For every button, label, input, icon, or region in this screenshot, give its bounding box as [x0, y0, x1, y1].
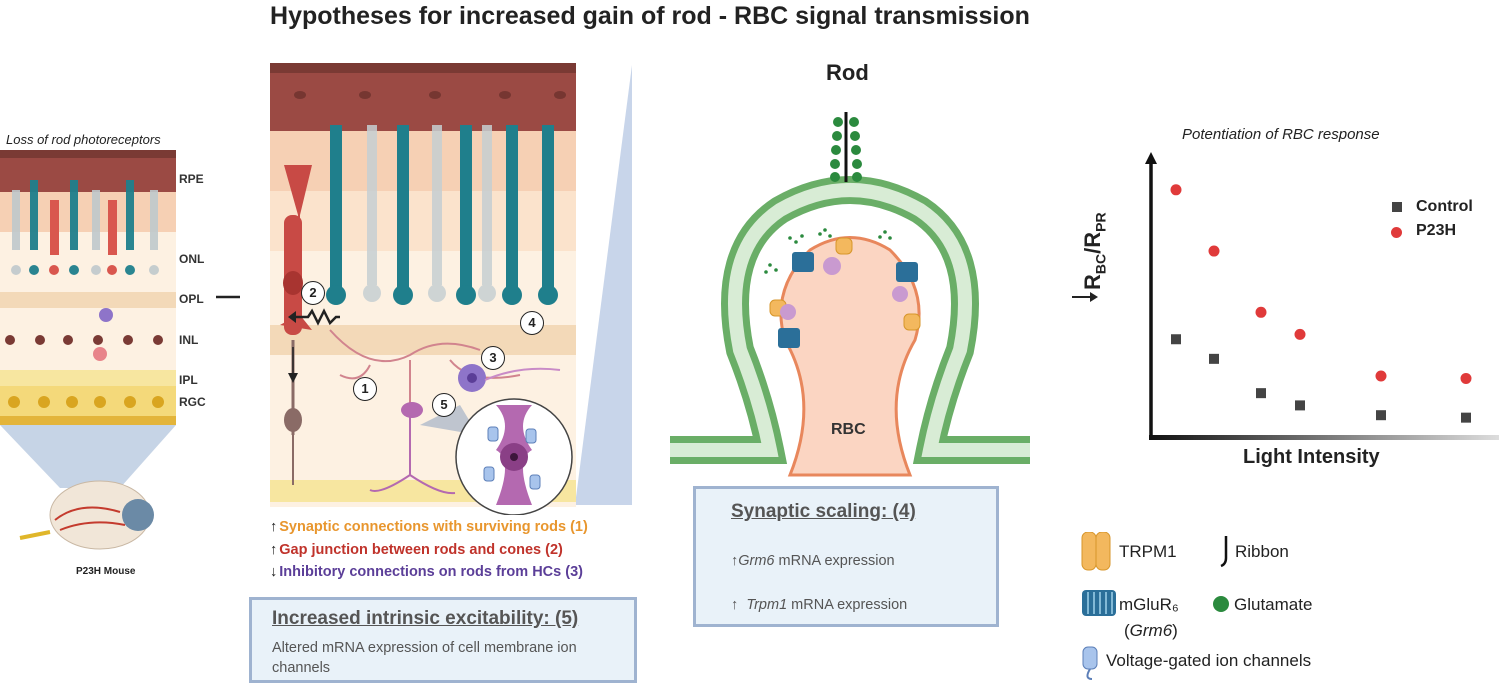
- key-grm6-label: (Grm6): [1124, 621, 1178, 640]
- layer-label-rgc: RGC: [179, 395, 206, 409]
- up-arrow-icon: ↑: [731, 597, 739, 613]
- rbc-response-chart: [1072, 152, 1499, 440]
- synaptic-scaling-title: Synaptic scaling: (4): [731, 501, 916, 522]
- layer-label-onl: ONL: [179, 252, 205, 266]
- key-trpm1-label: TRPM1: [1119, 542, 1177, 561]
- p23h-point-2: [1208, 245, 1220, 257]
- ribbon-icon: [1220, 536, 1228, 568]
- grm6-expression-line: ↑Grm6 mRNA expression: [731, 553, 895, 569]
- legend-p23h-label: P23H: [1416, 222, 1457, 239]
- glutamate-icon: [1213, 596, 1229, 612]
- control-point-1: [1171, 334, 1181, 345]
- legend-control-label: Control: [1416, 198, 1473, 215]
- layer-label-opl: OPL: [179, 292, 204, 306]
- key-mglur6-label: mGluR₆: [1119, 595, 1179, 614]
- up-arrow-icon: ↑: [270, 542, 278, 558]
- key-glutamate-label: Glutamate: [1234, 595, 1313, 614]
- marker-4: 4: [520, 311, 544, 335]
- x-axis-label: Light Intensity: [1243, 446, 1380, 468]
- retina-overview-diagram: [0, 150, 240, 550]
- layer-label-inl: INL: [179, 333, 199, 347]
- layer-label-ipl: IPL: [179, 373, 198, 387]
- control-point-5: [1376, 410, 1386, 421]
- rbc-label: RBC: [831, 421, 866, 438]
- x-axis: [1149, 435, 1499, 440]
- control-point-4: [1295, 400, 1305, 411]
- p23h-point-4: [1294, 328, 1306, 340]
- left-panel-caption: Loss of rod photoreceptors: [6, 132, 161, 147]
- intrinsic-excitability-title: Increased intrinsic excitability: (5): [272, 608, 579, 629]
- p23h-point-3: [1255, 306, 1267, 318]
- trpm1-expression-line: ↑ Trpm1 mRNA expression: [731, 597, 908, 613]
- synaptic-scaling-box: Synaptic scaling: (4) ↑Grm6 mRNA express…: [693, 486, 999, 627]
- control-point-2: [1209, 353, 1219, 364]
- rod-synapse-diagram: [670, 112, 1030, 477]
- intrinsic-excitability-body: Altered mRNA expression of cell membrane…: [272, 640, 577, 676]
- up-arrow-icon: ↑: [270, 519, 278, 535]
- marker-3: 3: [481, 346, 505, 370]
- hypothesis-synaptic-connections: ↑Synaptic connections with surviving rod…: [270, 519, 588, 535]
- retina-circuit-diagram: [270, 63, 632, 515]
- legend-control-marker: [1392, 202, 1402, 212]
- layer-label-rpe: RPE: [179, 172, 204, 186]
- p23h-point-5: [1375, 370, 1387, 382]
- key-ribbon-label: Ribbon: [1235, 542, 1289, 561]
- marker-1: 1: [353, 377, 377, 401]
- marker-5: 5: [432, 393, 456, 417]
- y-axis-arrowhead: [1145, 152, 1157, 164]
- p23h-point-6: [1460, 372, 1472, 384]
- key-vgic-label: Voltage-gated ion channels: [1106, 651, 1312, 670]
- hypothesis-inhibitory-connections: ↓Inhibitory connections on rods from HCs…: [270, 564, 583, 580]
- marker-2: 2: [301, 281, 325, 305]
- control-point-3: [1256, 388, 1266, 399]
- p23h-point-1: [1170, 184, 1182, 196]
- down-arrow-icon: ↓: [270, 564, 278, 580]
- legend-p23h-marker: [1391, 227, 1402, 238]
- key-icons-left: [1081, 532, 1116, 680]
- y-axis-label: RBC/RPR: [1080, 212, 1109, 290]
- chart-pointer-arrowhead: [1090, 292, 1098, 302]
- page-title: Hypotheses for increased gain of rod - R…: [270, 2, 1030, 30]
- rod-title: Rod: [826, 60, 869, 85]
- up-arrow-icon: ↑: [731, 553, 739, 569]
- control-point-6: [1461, 412, 1471, 423]
- mouse-model-label: P23H Mouse: [76, 566, 136, 577]
- chart-title: Potentiation of RBC response: [1182, 126, 1380, 143]
- intrinsic-excitability-box: Increased intrinsic excitability: (5) Al…: [249, 597, 637, 683]
- hypothesis-gap-junction: ↑Gap junction between rods and cones (2): [270, 542, 563, 558]
